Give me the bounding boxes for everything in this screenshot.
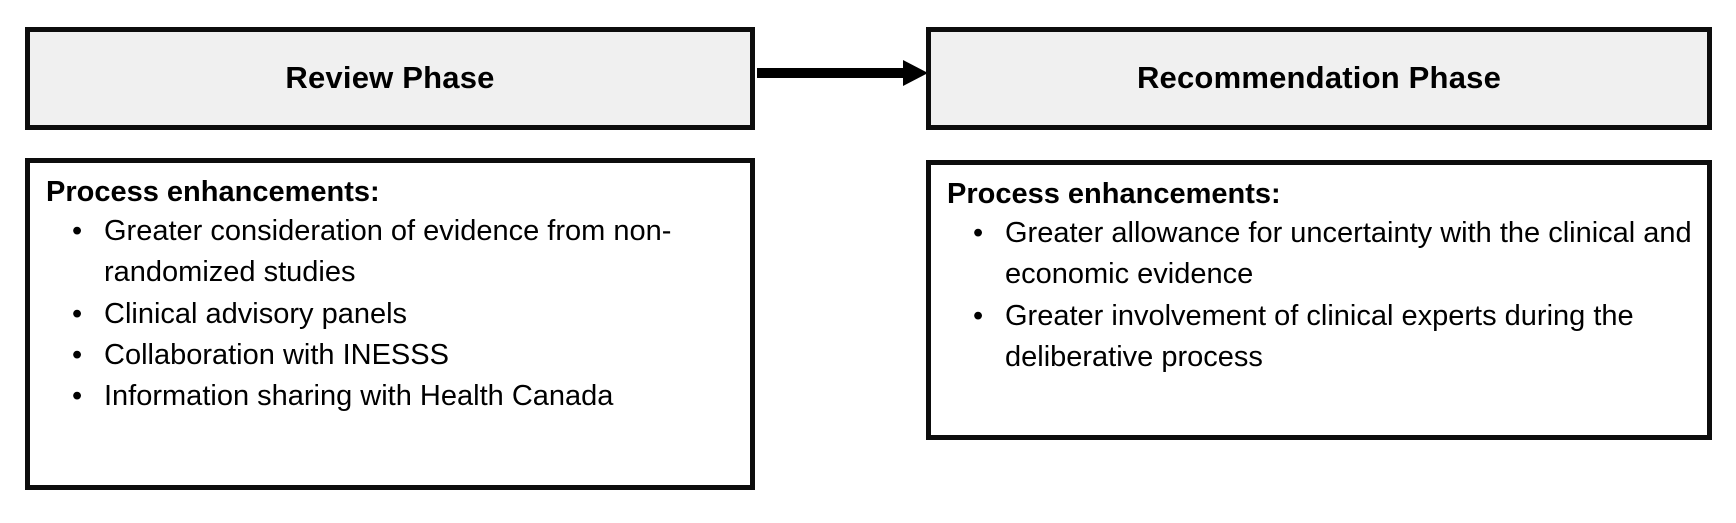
connector-arrow-container xyxy=(755,58,930,98)
phase-box-recommendation: Recommendation Phase xyxy=(926,27,1712,130)
list-item-label: Greater consideration of evidence from n… xyxy=(104,215,672,289)
phase-box-review: Review Phase xyxy=(25,27,755,130)
content-heading-review: Process enhancements: xyxy=(46,176,380,208)
bullet-list-recommendation: • Greater allowance for uncertainty with… xyxy=(947,213,1693,378)
list-item-label: Greater involvement of clinical experts … xyxy=(1005,299,1634,373)
bullet-dot-icon: • xyxy=(72,215,83,248)
phase-title-recommendation: Recommendation Phase xyxy=(1136,60,1502,96)
list-item-label: Information sharing with Health Canada xyxy=(104,379,614,412)
list-item: • Greater involvement of clinical expert… xyxy=(947,296,1693,378)
list-item-label: Greater allowance for uncertainty with t… xyxy=(1005,217,1692,291)
list-item: • Greater allowance for uncertainty with… xyxy=(947,213,1693,295)
bullet-dot-icon: • xyxy=(72,379,83,412)
content-heading-recommendation: Process enhancements: xyxy=(947,178,1281,210)
arrow-right-icon xyxy=(757,60,928,86)
list-item: • Clinical advisory panels xyxy=(46,294,736,335)
content-box-review: Process enhancements: • Greater consider… xyxy=(25,158,755,490)
bullet-dot-icon: • xyxy=(72,338,83,371)
list-item: • Information sharing with Health Canada xyxy=(46,376,736,417)
list-item: • Collaboration with INESSS xyxy=(46,335,736,376)
list-item-label: Clinical advisory panels xyxy=(104,297,408,330)
bullet-dot-icon: • xyxy=(973,299,984,332)
list-item-label: Collaboration with INESSS xyxy=(104,338,449,371)
content-box-recommendation: Process enhancements: • Greater allowanc… xyxy=(926,160,1712,440)
bullet-dot-icon: • xyxy=(973,217,984,250)
bullet-list-review: • Greater consideration of evidence from… xyxy=(46,211,736,417)
phase-title-review: Review Phase xyxy=(285,60,495,96)
bullet-dot-icon: • xyxy=(72,297,83,330)
list-item: • Greater consideration of evidence from… xyxy=(46,211,736,293)
